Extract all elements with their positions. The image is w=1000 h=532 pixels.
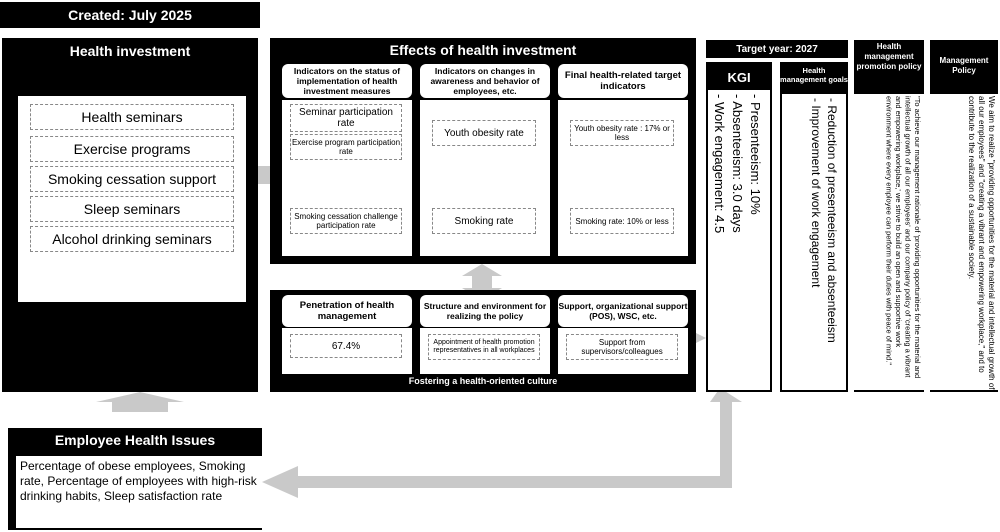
- return-arrow: [262, 388, 742, 498]
- list-item: Smoking rate: [432, 208, 536, 234]
- culture-col3-header: Support, organizational support (POS), W…: [558, 295, 688, 327]
- list-item: Sleep seminars: [30, 196, 234, 222]
- list-item: Alcohol drinking seminars: [30, 226, 234, 252]
- effects-col2-header: Indicators on changes in awareness and b…: [420, 64, 550, 98]
- penetration-value: 67.4%: [290, 334, 402, 358]
- kgi-items: - Presenteeism: 10% - Absenteeism: 3.0 d…: [708, 90, 770, 390]
- effects-col1-box: Seminar participation rate Exercise prog…: [282, 100, 412, 256]
- culture-title: Fostering a health-oriented culture: [408, 376, 558, 386]
- management-policy-text: We aim to realize "providing opportuniti…: [930, 94, 998, 390]
- list-item: Smoking cessation challenge participatio…: [290, 208, 402, 234]
- list-item: Exercise program participation rate: [290, 134, 402, 160]
- effects-panel: Effects of health investment Indicators …: [270, 38, 696, 264]
- list-item: Smoking cessation support: [30, 166, 234, 192]
- effects-title: Effects of health investment: [389, 42, 577, 58]
- culture-col2-header: Structure and environment for realizing …: [420, 295, 550, 327]
- goals-panel: Health management goals - Reduction of p…: [780, 62, 848, 392]
- culture-col1-box: 67.4%: [282, 328, 412, 374]
- list-item: Health seminars: [30, 104, 234, 130]
- management-policy-panel: Management Policy We aim to realize "pro…: [930, 40, 998, 392]
- culture-col1-header: Penetration of health management: [282, 295, 412, 327]
- health-investment-title: Health investment: [69, 43, 191, 59]
- effects-col2-box: Youth obesity rate Smoking rate: [420, 100, 550, 256]
- promotion-policy-panel: Health management promotion policy "To a…: [854, 40, 924, 392]
- list-item: Youth obesity rate : 17% or less: [570, 120, 674, 146]
- promotion-policy-title: Health management promotion policy: [856, 42, 922, 71]
- list-item: Seminar participation rate: [290, 104, 402, 132]
- created-badge: Created: July 2025: [0, 2, 260, 28]
- promotion-policy-text: "To achieve our management rationale of …: [854, 94, 924, 390]
- up-arrow: [96, 392, 184, 412]
- issues-text: Percentage of obese employees, Smoking r…: [16, 456, 262, 528]
- support-value: Support from supervisors/colleagues: [566, 334, 678, 360]
- list-item: Smoking rate: 10% or less: [570, 208, 674, 234]
- kgi-panel: KGI - Presenteeism: 10% - Absenteeism: 3…: [706, 62, 772, 392]
- goals-text: - Reduction of presenteeism and absentee…: [782, 94, 846, 390]
- culture-col2-box: Appointment of health promotion represen…: [420, 328, 550, 374]
- goals-title: Health management goals: [780, 66, 848, 84]
- effects-col3-header: Final health-related target indicators: [558, 64, 688, 98]
- effects-col1-header: Indicators on the status of implementati…: [282, 64, 412, 98]
- issues-panel: Employee Health Issues Percentage of obe…: [8, 428, 262, 530]
- effects-col3-box: Youth obesity rate : 17% or less Smoking…: [558, 100, 688, 256]
- target-year: Target year: 2027: [706, 40, 848, 58]
- health-investment-panel: Health investment Health seminars Exerci…: [2, 38, 258, 392]
- issues-title: Employee Health Issues: [54, 432, 216, 448]
- structure-value: Appointment of health promotion represen…: [428, 334, 540, 360]
- management-policy-title: Management Policy: [939, 56, 989, 75]
- culture-panel: Penetration of health management 67.4% S…: [270, 290, 696, 392]
- health-investment-list: Health seminars Exercise programs Smokin…: [18, 96, 246, 302]
- kgi-title: KGI: [727, 70, 751, 85]
- list-item: Youth obesity rate: [432, 120, 536, 146]
- list-item: Exercise programs: [30, 136, 234, 162]
- culture-col3-box: Support from supervisors/colleagues: [558, 328, 688, 374]
